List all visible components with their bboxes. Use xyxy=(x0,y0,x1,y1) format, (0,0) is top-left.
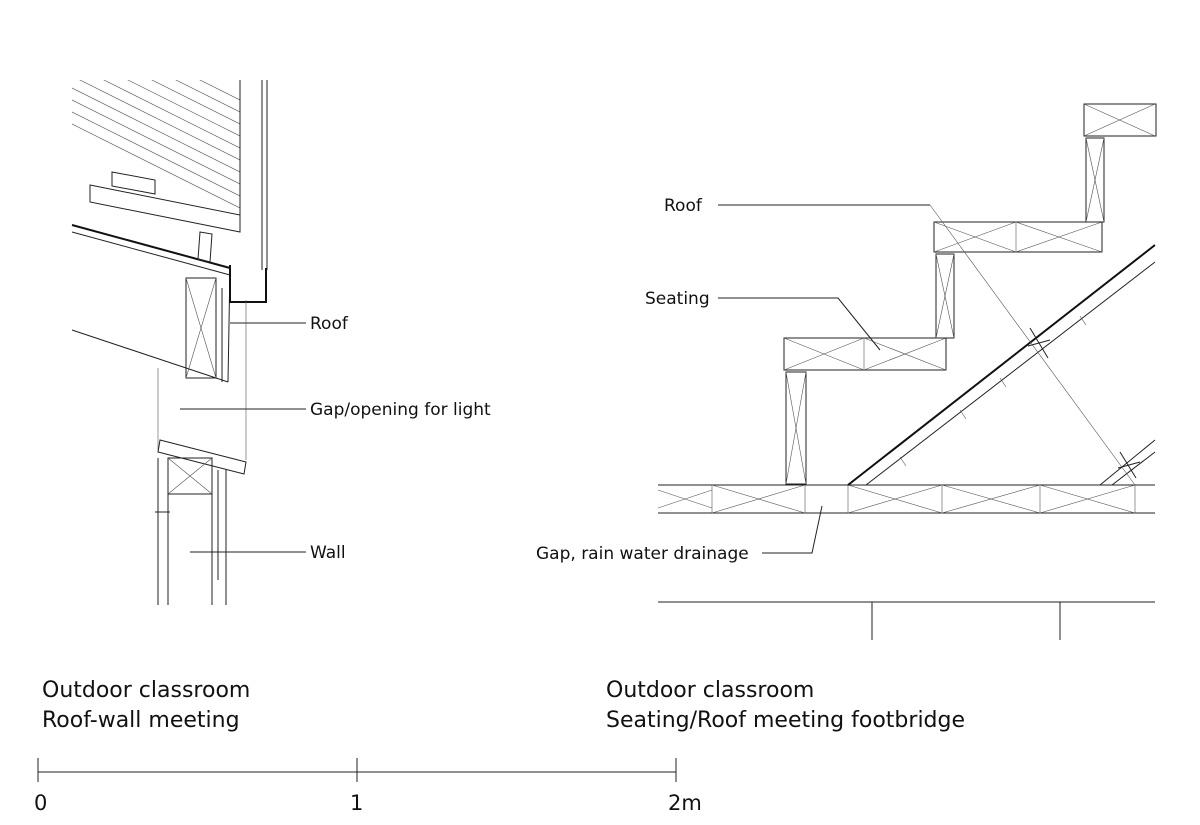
right-detail: Roof Seating Gap, rain water drainage xyxy=(536,103,1157,640)
seating-steps xyxy=(783,103,1157,485)
label-gap-drainage: Gap, rain water drainage xyxy=(536,544,749,564)
scale-tick-0: 0 xyxy=(34,791,47,815)
scale-tick-1: 1 xyxy=(350,791,363,815)
label-seating: Seating xyxy=(645,289,710,309)
scale-tick-2m: 2m xyxy=(668,791,702,815)
caption-right-line2: Seating/Roof meeting footbridge xyxy=(606,708,965,733)
scale-bar: 0 1 2m xyxy=(34,758,702,815)
label-wall: Wall xyxy=(310,543,346,563)
caption-left-line1: Outdoor classroom xyxy=(42,678,250,703)
label-roof-right: Roof xyxy=(664,196,703,216)
left-detail: Roof Gap/opening for light Wall xyxy=(71,80,491,605)
leader-seating xyxy=(718,297,881,351)
caption-right-line1: Outdoor classroom xyxy=(606,678,814,703)
leader-gap-drainage xyxy=(762,505,823,554)
label-gap-light: Gap/opening for light xyxy=(310,400,491,420)
caption-left-line2: Roof-wall meeting xyxy=(42,708,240,733)
label-roof-left: Roof xyxy=(310,314,349,334)
roof-hatch xyxy=(72,80,241,230)
